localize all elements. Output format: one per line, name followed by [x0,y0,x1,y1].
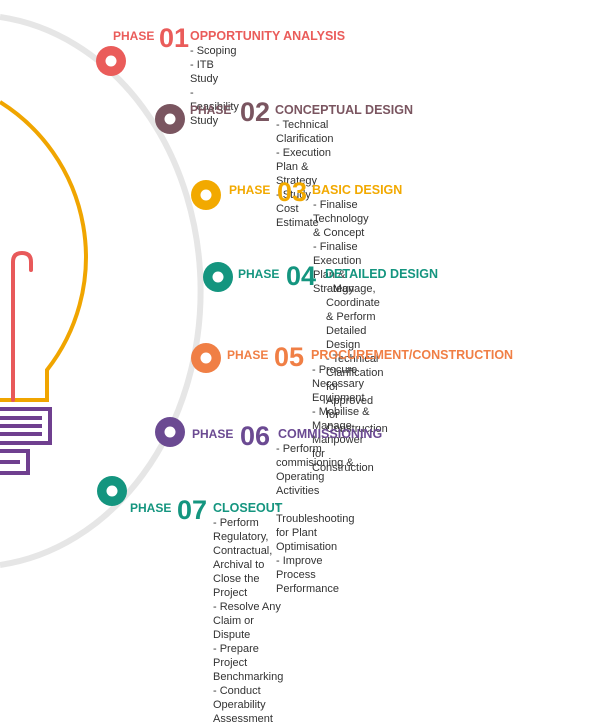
phase-06-items: - Perform commisioning & Operating Activ… [276,442,354,596]
phase-07-item: - Perform Regulatory, Contractual, Archi… [213,517,273,599]
phase-05-marker-dot [200,352,212,364]
phase-05-label: PHASE [227,348,269,362]
phase-06-item: - Improve Process Performance [276,555,339,595]
phase-04-item: - Technical Clarification for Approved f… [326,353,384,421]
bulb-illustration [0,14,233,568]
phase-01-item: - Feasibility Study [190,87,239,127]
phase-07-marker-dot [106,485,118,497]
phase-01-item: - Scoping [190,45,237,57]
phase-06-marker-dot [164,426,176,438]
phase-02-label: PHASE [190,103,232,117]
phase-06-item: - Troubleshooting for Plant Optimisation [276,499,355,553]
phase-02-item: - Execution Plan & Strategy [276,147,332,187]
bulb-outline-icon [0,100,88,402]
phase-02-item: - Technical Clarification [276,119,334,145]
phase-01-items: - Scoping - ITB Study - Feasibility Stud… [190,44,239,128]
phase-06-title: COMMISSIONING [278,427,383,441]
phase-04-items: - Manage, Coordinate & Perform Detailed … [326,282,388,436]
phase-02-title: CONCEPTUAL DESIGN [275,103,413,117]
phase-02-items: - Technical Clarification - Execution Pl… [276,118,333,230]
filament-icon [11,250,33,402]
phase-01-label: PHASE [113,29,155,43]
phase-03-items: - Finalise Technology & Concept - Finali… [313,198,369,296]
phase-01-item: - ITB Study [190,59,219,85]
phase-07-item: - Resolve Any Claim or Dispute [213,601,281,641]
phase-01-marker-dot [105,55,117,67]
phase-04-label: PHASE [238,267,280,281]
phase-02-number: 02 [240,97,271,127]
phase-06-item: - Perform commisioning & Operating Activ… [276,443,354,497]
phase-03-item: - Finalise Technology & Concept [313,199,369,239]
phase-07-number: 07 [177,495,208,525]
phase-01-title: OPPORTUNITY ANALYSIS [190,29,346,43]
phase-03-item: - Finalise Execution Plan & Strategy [313,241,362,295]
phase-05-items: - Procure Necessary Equipment - Mobilise… [312,363,374,475]
phase-06-label: PHASE [192,427,234,441]
bulb-base-icon [0,407,52,475]
phase-04-item: - Manage, Coordinate & Perform Detailed … [326,283,380,351]
phase-01-number: 01 [159,23,190,53]
phase-05-title: PROCUREMENT/CONSTRUCTION [311,348,514,362]
phase-04-title: DETAILED DESIGN [325,267,438,281]
phase-04-item: Construction [326,423,388,435]
phase-03-label: PHASE [229,183,271,197]
phase-03-number: 03 [277,177,308,207]
phase-07-title: CLOSEOUT [213,501,283,515]
phase-02-marker-dot [164,113,176,125]
phase-03-marker-dot [200,189,212,201]
phase-05-number: 05 [274,342,305,372]
phase-05-item: - Mobilise & Manage Manpower for Constru… [312,406,374,474]
phase-04-number: 04 [286,261,317,291]
phase-05-item: - Procure Necessary Equipment [312,364,365,404]
phase-04-marker-dot [212,271,224,283]
phase-03-title: BASIC DESIGN [312,183,403,197]
phase-07-items: - Perform Regulatory, Contractual, Archi… [213,516,283,726]
phase-07-item: - Conduct Operability Assessment [213,685,273,725]
phase-07-label: PHASE [130,501,172,515]
phase-07-item: - Prepare Project Benchmarking [213,643,284,683]
phase-06-number: 06 [240,421,271,451]
timeline-arc [0,14,204,568]
phase-02-item: - Study Cost Estimate [276,189,319,229]
